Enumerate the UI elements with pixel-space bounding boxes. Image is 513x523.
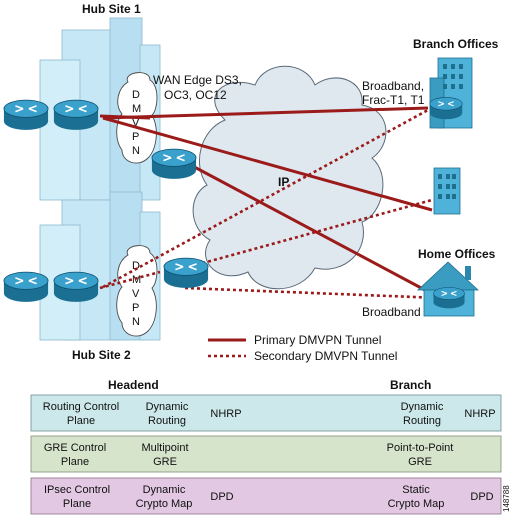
primary-tunnel-hub1-home xyxy=(184,160,441,300)
headend-cell: Dynamic xyxy=(146,401,189,413)
ip-label: IP xyxy=(278,175,289,189)
hub2-internal-link xyxy=(99,270,161,290)
dmvpn-letter: D xyxy=(132,260,140,272)
routing-control-row: Routing Control Plane Dynamic Routing NH… xyxy=(30,394,502,432)
headend-cell: Dynamic xyxy=(143,484,186,496)
row-label: Plane xyxy=(61,456,89,468)
dmvpn-letter: N xyxy=(132,145,140,157)
ipsec-control-row: IPsec Control Plane Dynamic Crypto Map D… xyxy=(30,477,502,515)
hub-site-2-label: Hub Site 2 xyxy=(72,348,131,362)
dmvpn-letter: M xyxy=(132,103,141,115)
router-icon xyxy=(432,286,466,309)
dmvpn-cloud-hub-2 xyxy=(116,245,158,337)
dmvpn-letter: P xyxy=(132,302,139,314)
primary-tunnel-hub1-branch1 xyxy=(102,106,429,120)
headend-cell: GRE xyxy=(153,456,177,468)
branch-cell: NHRP xyxy=(464,408,495,420)
dmvpn-letter: V xyxy=(132,288,140,300)
router-icon xyxy=(53,271,99,303)
broadband-home-label: Broadband xyxy=(362,305,421,319)
row-label: Plane xyxy=(63,498,91,510)
dmvpn-letters-hub-1: D M V P N xyxy=(132,89,141,157)
router-icon xyxy=(53,99,99,131)
branch-cell: Routing xyxy=(403,415,441,427)
legend-secondary-label: Secondary DMVPN Tunnel xyxy=(254,349,397,363)
figure-id: 148788 xyxy=(502,485,511,512)
branch-cell: DPD xyxy=(470,491,493,503)
headend-cell: NHRP xyxy=(210,408,241,420)
ip-cloud xyxy=(192,65,387,290)
row-label: IPsec Control xyxy=(44,484,110,496)
dmvpn-letter: V xyxy=(132,117,140,129)
router-icon xyxy=(429,96,463,120)
wan-edge-label: WAN Edge DS3, xyxy=(153,73,242,87)
branch-header: Branch xyxy=(390,378,431,392)
branch-cell: GRE xyxy=(408,456,432,468)
headend-cell: Multipoint xyxy=(141,442,188,454)
headend-cell: Routing xyxy=(148,415,186,427)
headend-cell: Crypto Map xyxy=(136,498,193,510)
primary-tunnels xyxy=(99,106,441,342)
secondary-tunnels xyxy=(99,108,441,358)
branch-office-building-icon xyxy=(433,167,461,215)
broadband-branch-label: Broadband, xyxy=(362,79,424,93)
branch-cell: Point-to-Point xyxy=(387,442,454,454)
row-label: Plane xyxy=(67,415,95,427)
branch-offices-label: Branch Offices xyxy=(413,37,499,51)
secondary-tunnel-hub2-home xyxy=(184,286,441,300)
router-icon xyxy=(3,271,49,303)
dmvpn-letter: D xyxy=(132,89,140,101)
dmvpn-letter: P xyxy=(132,131,139,143)
primary-tunnel-hub1-branch2 xyxy=(102,116,433,212)
row-label: Routing Control xyxy=(43,401,119,413)
branch-cell: Dynamic xyxy=(401,401,444,413)
branch-cell: Static xyxy=(402,484,430,496)
branch-cell: Crypto Map xyxy=(388,498,445,510)
headend-header: Headend xyxy=(108,378,159,392)
legend-primary-label: Primary DMVPN Tunnel xyxy=(254,333,381,347)
hub1-internal-link xyxy=(99,114,151,120)
gre-control-row: GRE Control Plane Multipoint GRE Point-t… xyxy=(30,435,502,473)
dmvpn-letters-hub-2: D M V P N xyxy=(132,260,141,328)
router-icon xyxy=(163,257,209,289)
dmvpn-letter: N xyxy=(132,316,140,328)
home-offices-label: Home Offices xyxy=(418,247,496,261)
dmvpn-letter: M xyxy=(132,274,141,286)
router-icon xyxy=(3,99,49,131)
secondary-tunnel-hub2-branch2 xyxy=(184,198,433,270)
headend-cell: DPD xyxy=(210,491,233,503)
wan-edge-label-2: OC3, OC12 xyxy=(164,88,227,102)
router-icon xyxy=(151,148,197,180)
row-label: GRE Control xyxy=(44,442,106,454)
secondary-tunnel-hub2-branch1 xyxy=(102,108,429,289)
hub-site-1-label: Hub Site 1 xyxy=(82,2,141,16)
broadband-branch-label-2: Frac-T1, T1 xyxy=(362,93,425,107)
